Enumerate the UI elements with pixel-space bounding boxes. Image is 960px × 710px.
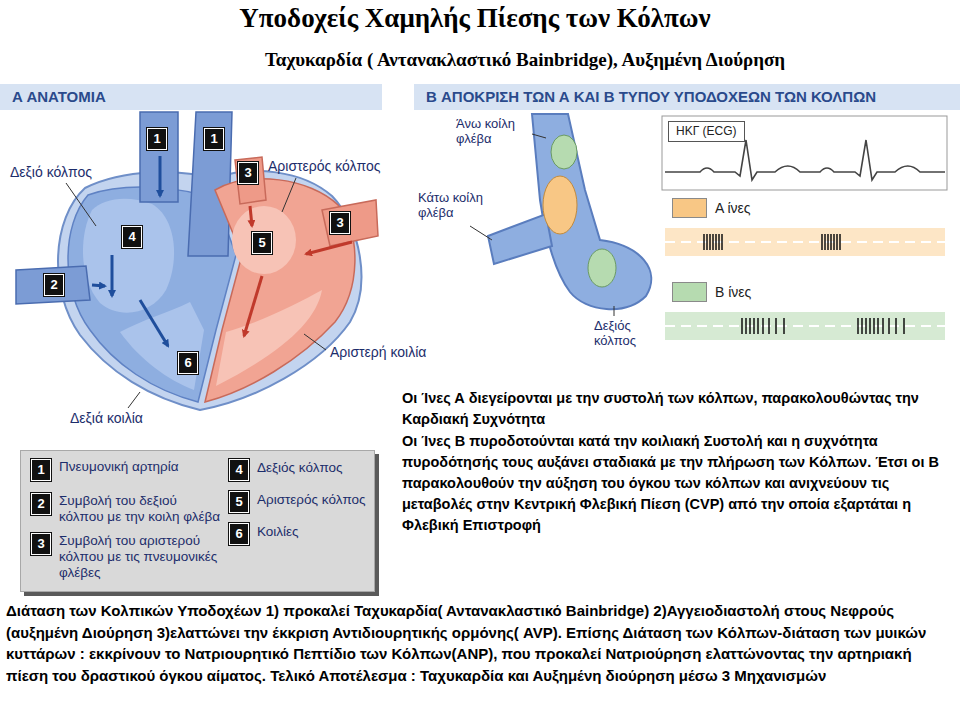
callout-number: 4: [122, 226, 142, 248]
part-label: Αριστερός κόλπος: [268, 158, 381, 175]
panel-header: B ΑΠΟΚΡΙΣΗ ΤΩΝ Α ΚΑΙ Β ΤΥΠΟΥ ΥΠΟΔΟΧΕΩΝ Τ…: [414, 84, 960, 110]
key-text: Συμβολή του δεξιού κόλπου με την κοιλη φ…: [59, 493, 224, 525]
b-fibre-band: [665, 312, 945, 340]
spike-train: [704, 234, 840, 250]
node-text: 3: [37, 536, 44, 552]
node-text: 5: [258, 235, 265, 251]
node-text: 4: [128, 229, 135, 245]
ecg-trace: [665, 140, 945, 180]
callout-number: 3: [330, 212, 350, 234]
heart-drawing: [16, 112, 378, 410]
node-text: 5: [235, 494, 242, 510]
baseline: [665, 325, 945, 327]
node-text: 6: [184, 355, 191, 371]
summary-text: Διάταση των Κολπικών Υποδοχέων 1) προκαλ…: [6, 600, 954, 686]
key-text: Αριστερός κόλπος: [257, 492, 369, 508]
key-text: Πνευμονική αρτηρία: [59, 459, 224, 475]
panel-header: A ΑΝΑΤΟΜΙΑ: [0, 84, 382, 110]
note-text: Οι Ίνες Β πυροδοτούνται κατά την κοιλιακ…: [402, 431, 954, 536]
node-text: 1: [37, 462, 44, 478]
leader-lines: [66, 178, 326, 408]
ecg-label-box: ΗΚΓ (ECG): [668, 121, 745, 142]
legend-swatch: [672, 282, 707, 302]
node-text: 4: [235, 462, 242, 478]
key-text: Δεξιός κόλπος: [257, 460, 369, 476]
node-text: 1: [210, 131, 217, 147]
callout-number: 6: [178, 352, 198, 374]
part-label: Κάτω κοίλη φλέβα: [418, 190, 498, 220]
node-text: 3: [244, 165, 251, 181]
leader-lines: [470, 134, 614, 316]
key-text: Συμβολή του αριστερού κόλπου με τις πνευ…: [59, 533, 224, 581]
callout-number: 2: [31, 493, 51, 515]
callout-number: 5: [252, 232, 272, 254]
node-text: 2: [37, 496, 44, 512]
part-label: Αριστερή κοιλία: [330, 344, 426, 361]
title: Υποδοχείς Χαμηλής Πίεσης των Κόλπων: [0, 2, 950, 34]
legend-text: B ίνες: [715, 283, 751, 301]
spike-train: [742, 318, 904, 334]
callout-number: 2: [44, 274, 64, 296]
node-text: B ΑΠΟΚΡΙΣΗ ΤΩΝ Α ΚΑΙ Β ΤΥΠΟΥ ΥΠΟΔΟΧΕΩΝ Τ…: [426, 88, 876, 106]
part-label: Δεξιός κόλπος: [594, 318, 658, 348]
node-text: 2: [50, 277, 57, 293]
node-text: 1: [153, 131, 160, 147]
legend-swatch: [672, 198, 707, 218]
callout-number: 1: [31, 459, 51, 481]
callout-number: 1: [204, 128, 224, 150]
legend-text: A ίνες: [715, 199, 751, 217]
part-label: Δεξιά κοιλία: [70, 410, 143, 427]
note-text: Οι Ίνες Α διεγείρονται με την συστολή τω…: [402, 388, 954, 430]
ecg-frame: [662, 116, 947, 190]
node-text: ΗΚΓ (ECG): [676, 124, 737, 139]
subtitle: Ταχυκαρδία ( Αντανακλαστικό Bainbridge),…: [100, 48, 950, 72]
key-panel: Πνευμονική αρτηρίαΣυμβολή του δεξιού κόλ…: [20, 450, 375, 592]
atrium-drawing: [488, 114, 651, 309]
callout-number: 5: [229, 491, 249, 513]
node-text: 3: [336, 215, 343, 231]
callout-number: 4: [229, 459, 249, 481]
a-fibre-band: [665, 228, 945, 256]
key-text: Κοιλίες: [257, 524, 369, 540]
callout-number: 6: [229, 523, 249, 545]
callout-number: 1: [147, 128, 167, 150]
part-label: Δεξιό κόλπος: [10, 164, 92, 181]
callout-number: 3: [238, 162, 258, 184]
node-text: A ΑΝΑΤΟΜΙΑ: [12, 88, 106, 106]
part-label: Άνω κοίλη φλέβα: [456, 116, 530, 146]
node-text: 6: [235, 526, 242, 542]
callout-number: 3: [31, 533, 51, 555]
